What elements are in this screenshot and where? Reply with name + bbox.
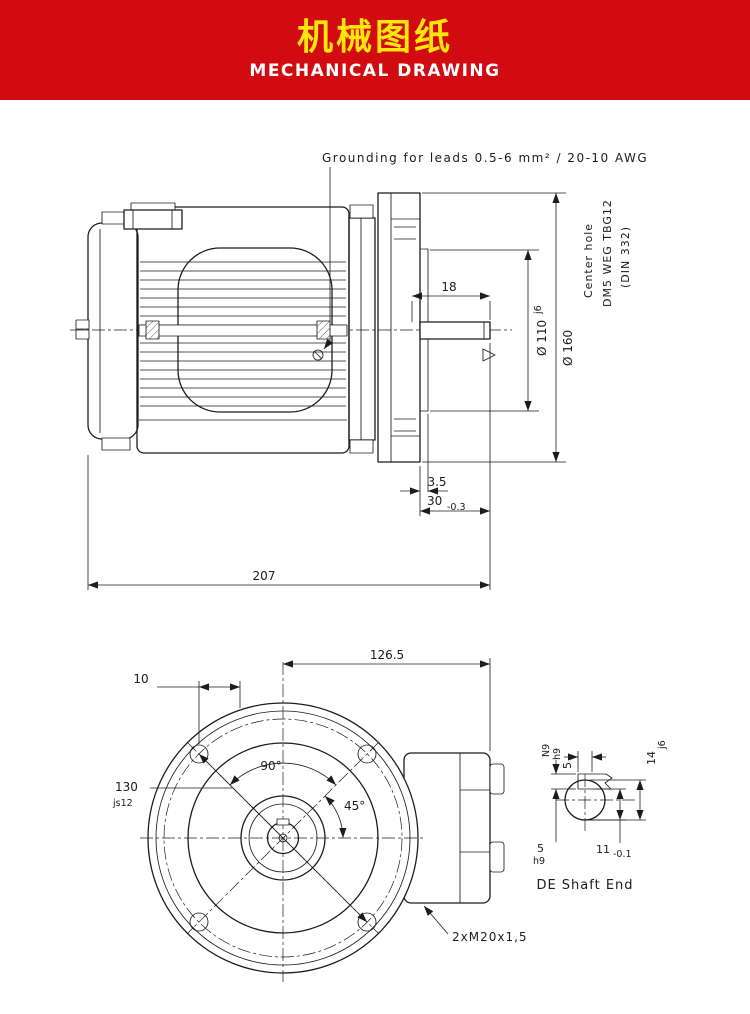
- dim-flange-diameter: Ø 160: [422, 192, 575, 463]
- subtitle-english: MECHANICAL DRAWING: [249, 61, 501, 81]
- dim-key-width: N9 h9 5: [541, 744, 606, 772]
- cooling-fins: [140, 261, 346, 407]
- dim-3_5-label: 3.5: [427, 475, 446, 489]
- dim-30-tolerance: -0.3: [447, 502, 466, 513]
- dim-10: 10: [133, 672, 241, 744]
- header-banner: 机械图纸 MECHANICAL DRAWING: [0, 0, 750, 100]
- dim-30-label: 30: [427, 494, 442, 508]
- center-hole-line1: Center hole: [582, 223, 595, 298]
- dim-shaft-length: 30 -0.3: [420, 343, 491, 590]
- gland-thread-note: 2xM20x1,5: [423, 905, 528, 944]
- angle-90-label: 90°: [260, 759, 281, 773]
- dim-130-label: 130: [115, 780, 138, 794]
- dim-110-label: Ø 110: [535, 320, 549, 356]
- center-hole-line2: DM5 WEG TBG12: [601, 199, 614, 307]
- dim-126_5-label: 126.5: [370, 648, 404, 662]
- dim-110-tolerance: j6: [533, 305, 544, 315]
- rotor-shaft-inner: [138, 320, 348, 340]
- key-height-tol-label: h9: [533, 856, 545, 867]
- key-width-label: 5: [561, 762, 574, 769]
- shaft-end-detail: N9 h9 5 14 j6 5 h9: [533, 740, 668, 893]
- angle-45-label: 45°: [344, 799, 365, 813]
- dim-207-label: 207: [253, 569, 276, 583]
- shaft-detail-title: DE Shaft End: [536, 878, 633, 893]
- shaft-diameter-label: 14: [645, 751, 658, 765]
- dim-spigot-diameter: Ø 110 j6: [430, 249, 549, 412]
- front-view: 126.5 10 130 js12 90°: [112, 648, 528, 982]
- grounding-leader-line: [323, 167, 333, 350]
- center-hole-line3: (DIN 332): [619, 226, 632, 288]
- terminal-box-front: [403, 752, 505, 904]
- gland-thread-label: 2xM20x1,5: [452, 930, 528, 944]
- dim-160-label: Ø 160: [561, 330, 575, 366]
- motor-left-endcap: [75, 211, 139, 451]
- keyway-depth-tol-label: -0.1: [613, 849, 632, 860]
- key-width-slot-tol-label: N9: [541, 744, 552, 757]
- cable-gland-top: [489, 763, 505, 795]
- key-section: [577, 773, 613, 790]
- side-view: Grounding for leads 0.5-6 mm² / 20-10 AW…: [70, 151, 648, 590]
- dim-keyway-depth: 11 -0.1: [587, 788, 632, 860]
- bolt-hole: [357, 912, 377, 932]
- center-hole-note: Center hole DM5 WEG TBG12 (DIN 332): [582, 199, 632, 307]
- cable-gland-bottom: [489, 841, 505, 873]
- grounding-screw-icon: [312, 349, 324, 361]
- datum-triangle-icon: [482, 348, 496, 362]
- dim-10-label: 10: [133, 672, 148, 686]
- title-chinese: 机械图纸: [296, 17, 453, 58]
- shaft-side: [419, 321, 496, 362]
- dim-key-height: 5 h9: [533, 760, 576, 867]
- dim-overall-length: 207: [87, 455, 490, 590]
- key-width-key-tol-label: h9: [552, 748, 563, 760]
- dim-angle-90: 90°: [229, 759, 337, 786]
- terminal-box-side: [123, 202, 183, 230]
- motor-body: [123, 202, 350, 454]
- dim-18-label: 18: [441, 280, 456, 294]
- motor-right-bell: [348, 204, 376, 454]
- dim-18: 18: [411, 280, 491, 322]
- keyway-front: [276, 818, 290, 826]
- dim-angle-45: 45°: [324, 795, 365, 839]
- dim-130-tolerance: js12: [112, 798, 133, 809]
- shaft-diameter-tol-label: j6: [657, 740, 668, 750]
- dim-center-to-box: 126.5: [283, 648, 491, 751]
- dim-bolt-circle: 130 js12: [112, 753, 368, 923]
- keyway-depth-label: 11: [596, 843, 610, 856]
- mechanical-drawing: Grounding for leads 0.5-6 mm² / 20-10 AW…: [70, 151, 668, 982]
- key-height-label: 5: [537, 842, 544, 855]
- grounding-note: Grounding for leads 0.5-6 mm² / 20-10 AW…: [322, 151, 648, 165]
- bolt-circle: [163, 718, 403, 958]
- dim-shaft-diameter: 14 j6: [590, 740, 668, 821]
